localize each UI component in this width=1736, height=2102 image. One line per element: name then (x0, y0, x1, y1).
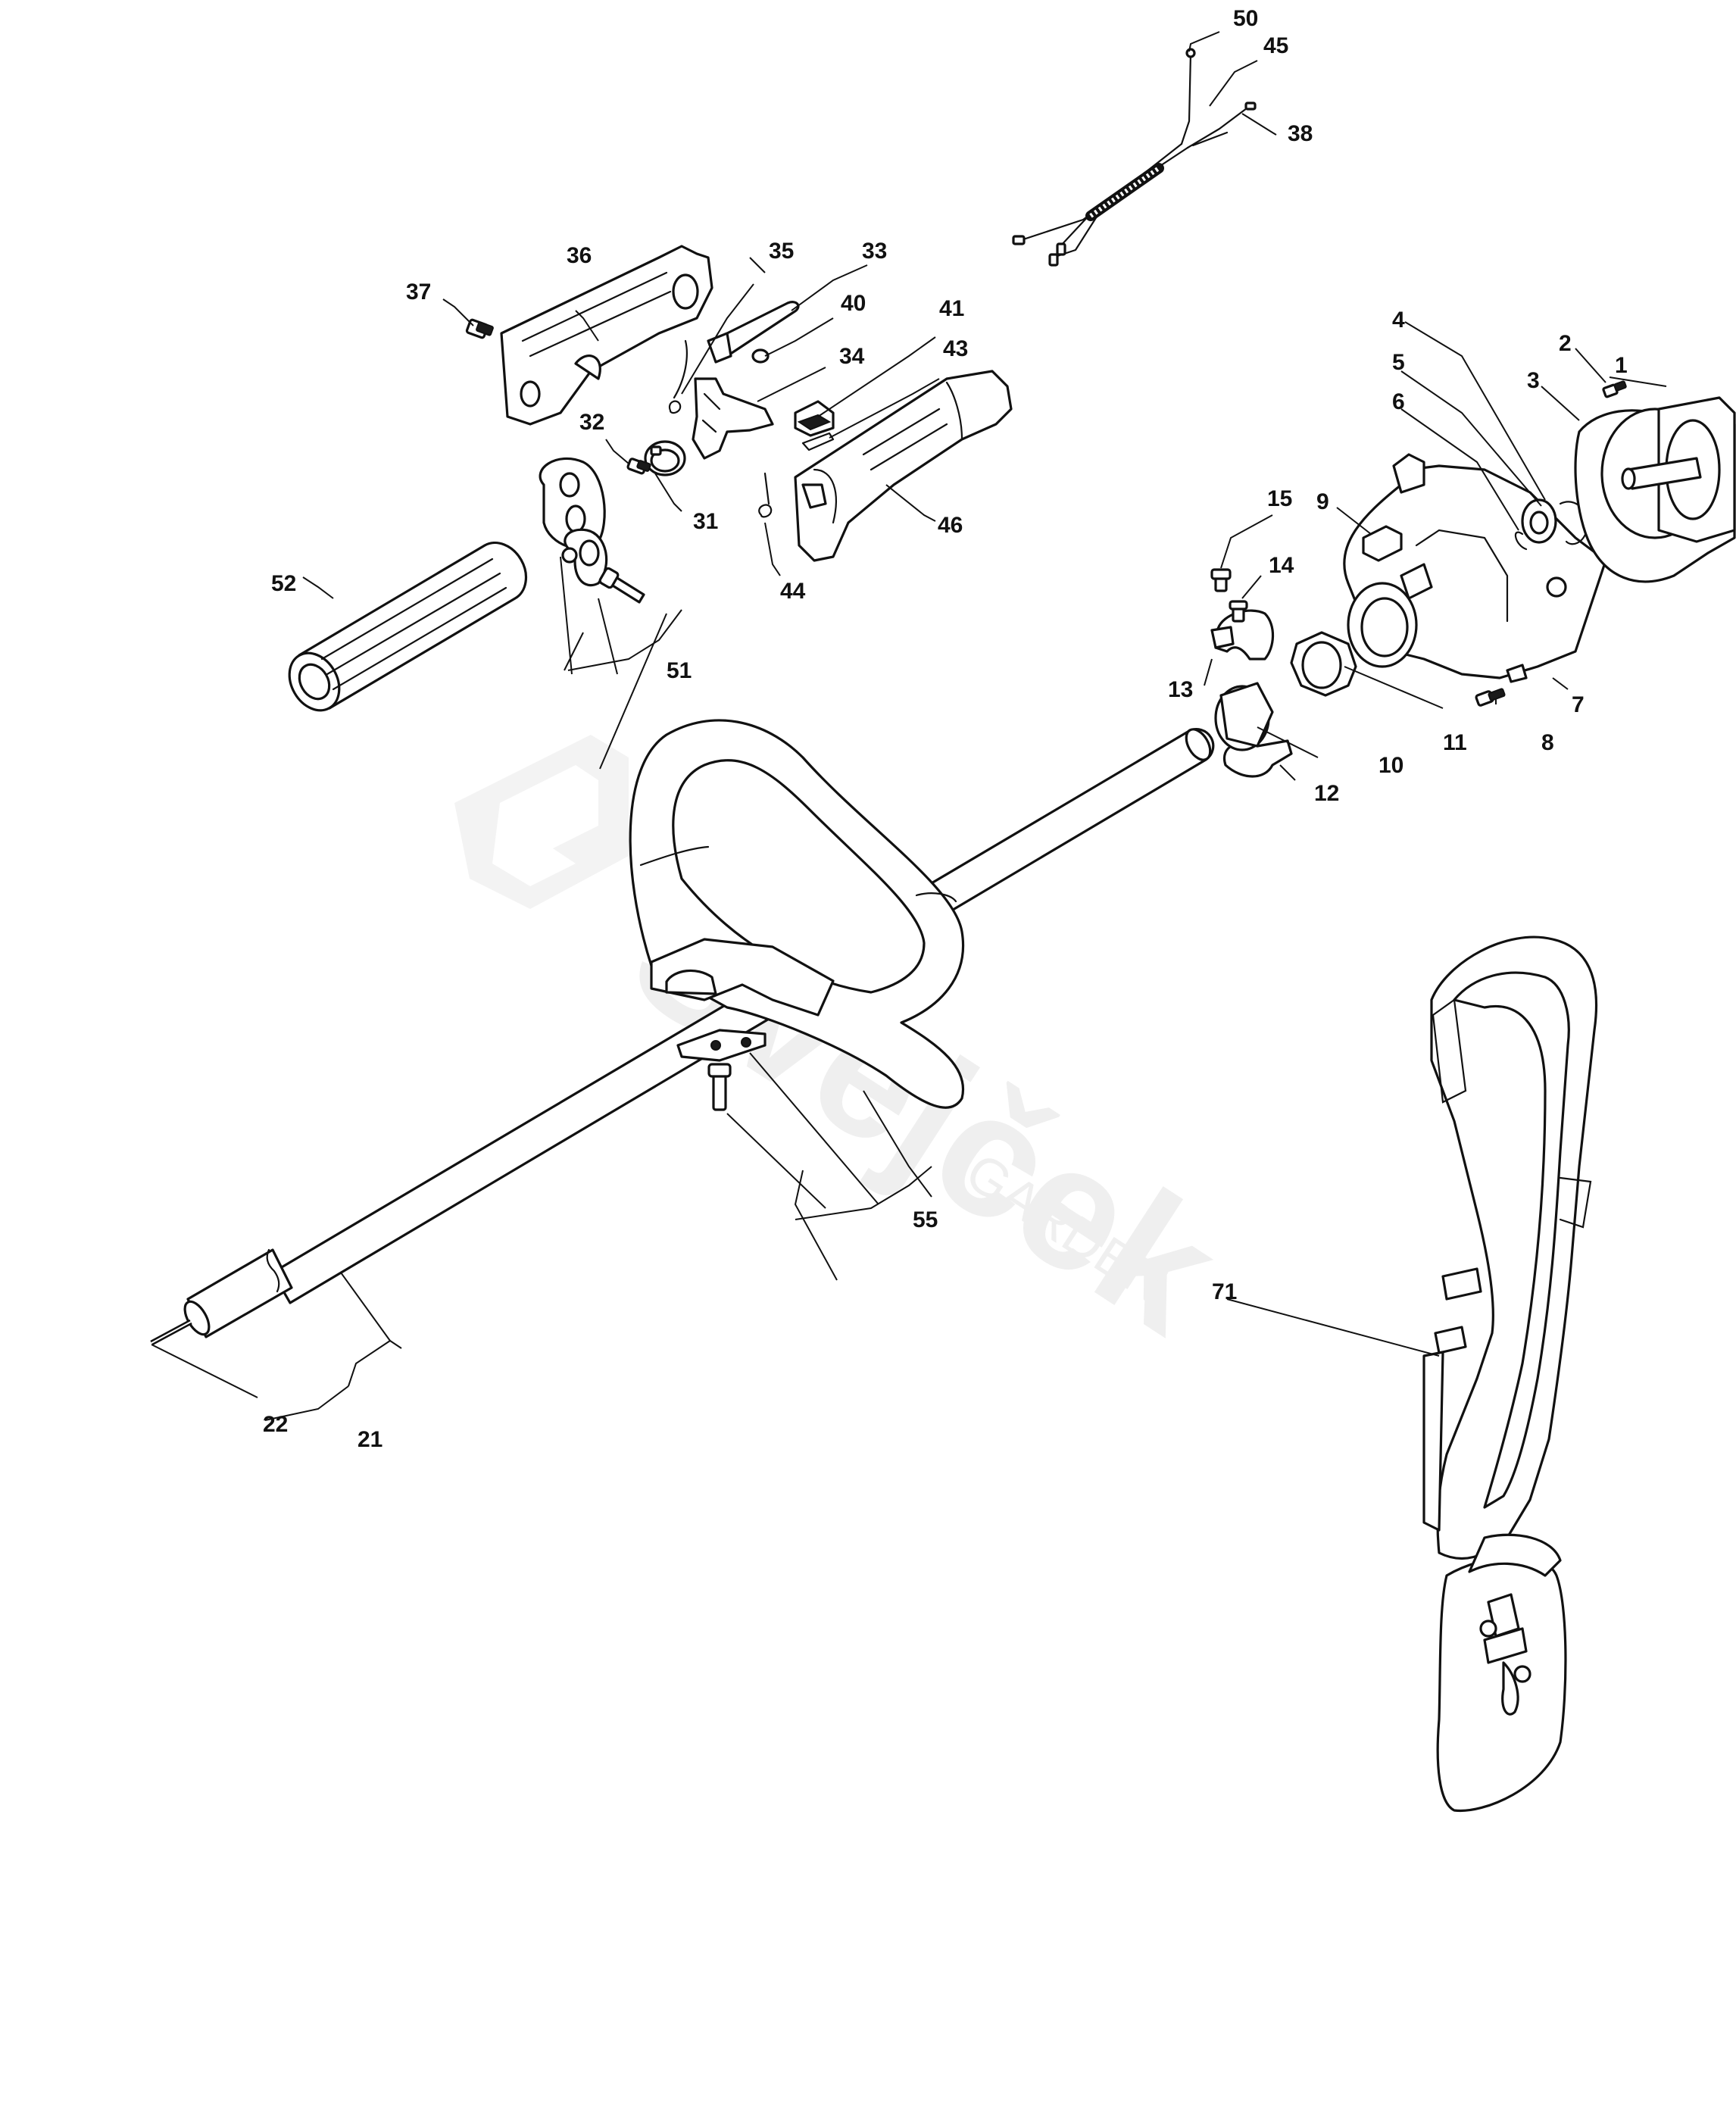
callout-22: 22 (263, 1412, 288, 1437)
callout-45: 45 (1263, 33, 1288, 58)
callout-8: 8 (1541, 730, 1554, 755)
callout-32: 32 (579, 410, 604, 435)
callout-34: 34 (839, 344, 865, 369)
screw-8 (1475, 688, 1506, 707)
spring-44 (758, 472, 773, 518)
shaft-1 (1621, 457, 1702, 490)
spring-35 (668, 339, 688, 414)
callout-37: 37 (406, 280, 431, 305)
callout-50: 50 (1233, 6, 1258, 31)
callout-51: 51 (667, 658, 692, 683)
callout-10: 10 (1378, 753, 1403, 778)
engine-cover-7 (1343, 453, 1607, 683)
callout-44: 44 (780, 579, 806, 604)
button-9 (1362, 525, 1403, 562)
callout-15: 15 (1267, 486, 1292, 511)
callout-21: 21 (358, 1427, 382, 1452)
callout-38: 38 (1288, 121, 1313, 146)
spring-43 (801, 432, 835, 451)
clamp-13 (1210, 609, 1275, 661)
callout-71: 71 (1212, 1279, 1237, 1304)
grip-52 (288, 541, 528, 712)
callout-7: 7 (1572, 692, 1585, 717)
callout-11: 11 (1443, 730, 1467, 755)
trigger-34 (692, 377, 774, 460)
handle-half-46 (794, 370, 1013, 562)
callout-5: 5 (1392, 350, 1405, 375)
callout-6: 6 (1392, 389, 1405, 414)
callout-3: 3 (1527, 368, 1540, 393)
handle-half-36 (500, 245, 713, 426)
screw-32 (626, 458, 651, 475)
callout-1: 1 (1615, 353, 1628, 378)
callout-9: 9 (1316, 489, 1329, 514)
nut-11 (1290, 631, 1357, 697)
callout-31: 31 (693, 509, 718, 534)
callout-2: 2 (1559, 331, 1572, 356)
callout-4: 4 (1392, 308, 1405, 333)
screw-15 (1210, 568, 1232, 592)
clamp-51 (539, 457, 645, 604)
button-41 (794, 400, 835, 437)
callout-52: 52 (271, 571, 296, 596)
callout-40: 40 (841, 291, 866, 316)
callout-labels: 50 45 38 36 35 33 37 40 41 43 34 32 31 4… (263, 6, 1628, 1452)
screw-14 (1229, 600, 1248, 623)
callout-35: 35 (769, 239, 794, 264)
callout-46: 46 (938, 513, 963, 538)
callout-43: 43 (943, 336, 968, 361)
harness-strap-71 (1422, 935, 1598, 1813)
screw-37 (465, 318, 494, 339)
callout-33: 33 (862, 239, 887, 264)
drive-cable-22 (150, 1319, 192, 1346)
screw-2 (1602, 380, 1627, 398)
shaft-tube-21 (183, 728, 1215, 1338)
sleeve-10 (1214, 682, 1274, 751)
circlip-6 (1514, 531, 1528, 551)
flange-plate-3 (1574, 396, 1736, 583)
loop-handle-55 (629, 719, 965, 1111)
ring-31 (644, 440, 686, 476)
callout-41: 41 (939, 296, 964, 321)
callout-36: 36 (567, 243, 592, 268)
washer-40 (751, 348, 770, 364)
bearing-5 (1521, 498, 1557, 544)
callout-55: 55 (913, 1207, 938, 1232)
callout-13: 13 (1168, 677, 1193, 702)
callout-14: 14 (1269, 553, 1294, 578)
leader-lines (151, 31, 1667, 1421)
wiring-harness (1012, 48, 1257, 267)
callout-12: 12 (1314, 781, 1339, 806)
